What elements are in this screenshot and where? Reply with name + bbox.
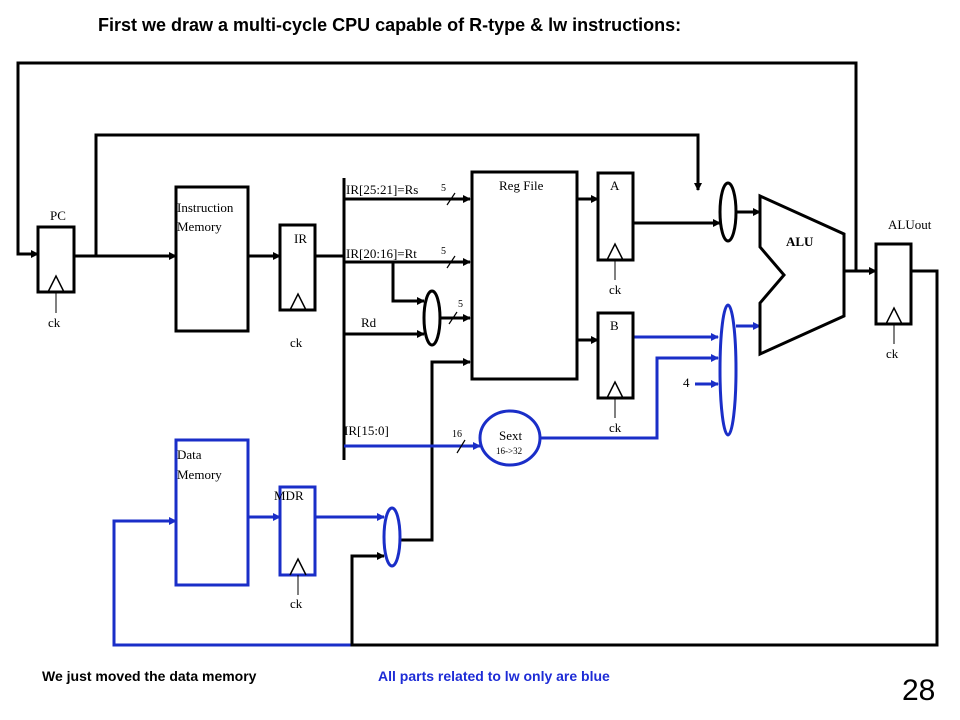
clock-triangle-icon: [289, 557, 307, 576]
imm-field-label: IR[15:0]: [344, 423, 389, 438]
write-data-wire: [430, 358, 471, 460]
bus-width-tick-16: [456, 439, 466, 454]
rt-width-label: 5: [441, 246, 446, 257]
rt-field-label: IR[20:16]=Rt: [346, 246, 417, 261]
ir-label: IR: [294, 231, 307, 246]
rt-to-mux-wire: [391, 262, 425, 305]
aluout-to-dmem-wire: [112, 517, 352, 647]
b-label: B: [610, 318, 619, 333]
a-register: [596, 171, 635, 280]
a-ck-label: ck: [609, 282, 622, 297]
ir-register: [278, 223, 317, 312]
reg-file-label: Reg File: [499, 178, 544, 193]
aluout-wires: [350, 269, 939, 647]
sext-label: Sext: [499, 428, 523, 443]
write-reg-mux: [422, 289, 442, 347]
aluout-register: [874, 242, 913, 344]
pc-ck-label: ck: [48, 315, 61, 330]
black-wires: [16, 61, 877, 460]
dmem-label-line2: Memory: [177, 467, 222, 482]
mdr-label: MDR: [274, 488, 304, 503]
imm-width-label: 16: [452, 429, 462, 440]
wd-mux-out-wire: [400, 460, 434, 542]
data-memory: [174, 438, 250, 587]
clock-triangle-icon: [606, 242, 624, 261]
a-label: A: [610, 178, 620, 193]
mdr-register: [278, 485, 317, 595]
footer-right-note: All parts related to lw only are blue: [378, 668, 610, 684]
imem-label-line2: Memory: [177, 219, 222, 234]
pc-to-alu-mux-wire: [94, 133, 702, 256]
instruction-memory: [174, 185, 250, 333]
blue-wires: [112, 322, 761, 647]
b-ck-label: ck: [609, 420, 622, 435]
alu-b-mux: [718, 303, 738, 437]
wreg-width-label: 5: [458, 299, 463, 310]
mdr-ck-label: ck: [290, 596, 303, 611]
slide-title: First we draw a multi-cycle CPU capable …: [98, 15, 681, 35]
sext-sub-label: 16->32: [496, 446, 522, 456]
clock-triangle-icon: [885, 306, 903, 325]
clock-triangle-icon: [606, 380, 624, 399]
register-file: [470, 170, 579, 381]
pc-register: [36, 225, 76, 313]
aluout-label: ALUout: [888, 217, 932, 232]
footer-left-note: We just moved the data memory: [42, 668, 257, 684]
alu-label: ALU: [786, 234, 814, 249]
bus-width-ticks: [446, 192, 458, 325]
sext-to-mux-wire: [541, 354, 719, 440]
imem-label-line1: Instruction: [177, 200, 234, 215]
rs-field-label: IR[25:21]=Rs: [346, 182, 418, 197]
rd-field-label: Rd: [361, 315, 377, 330]
slide-number: 28: [902, 674, 935, 707]
sign-extend: [478, 409, 542, 467]
aluout-ck-label: ck: [886, 346, 899, 361]
rs-width-label: 5: [441, 183, 446, 194]
ir-ck-label: ck: [290, 335, 303, 350]
pc-update-wire: [16, 61, 858, 271]
clock-triangle-icon: [289, 292, 307, 311]
write-data-mux: [382, 506, 402, 568]
const-4-label: 4: [683, 375, 690, 390]
pc-label: PC: [50, 208, 66, 223]
dmem-label-line1: Data: [177, 447, 202, 462]
b-register: [596, 311, 635, 418]
alu-a-mux: [718, 181, 738, 243]
aluout-loop-wire: [350, 269, 939, 647]
clock-triangle-icon: [47, 274, 65, 293]
alu: [758, 193, 846, 357]
